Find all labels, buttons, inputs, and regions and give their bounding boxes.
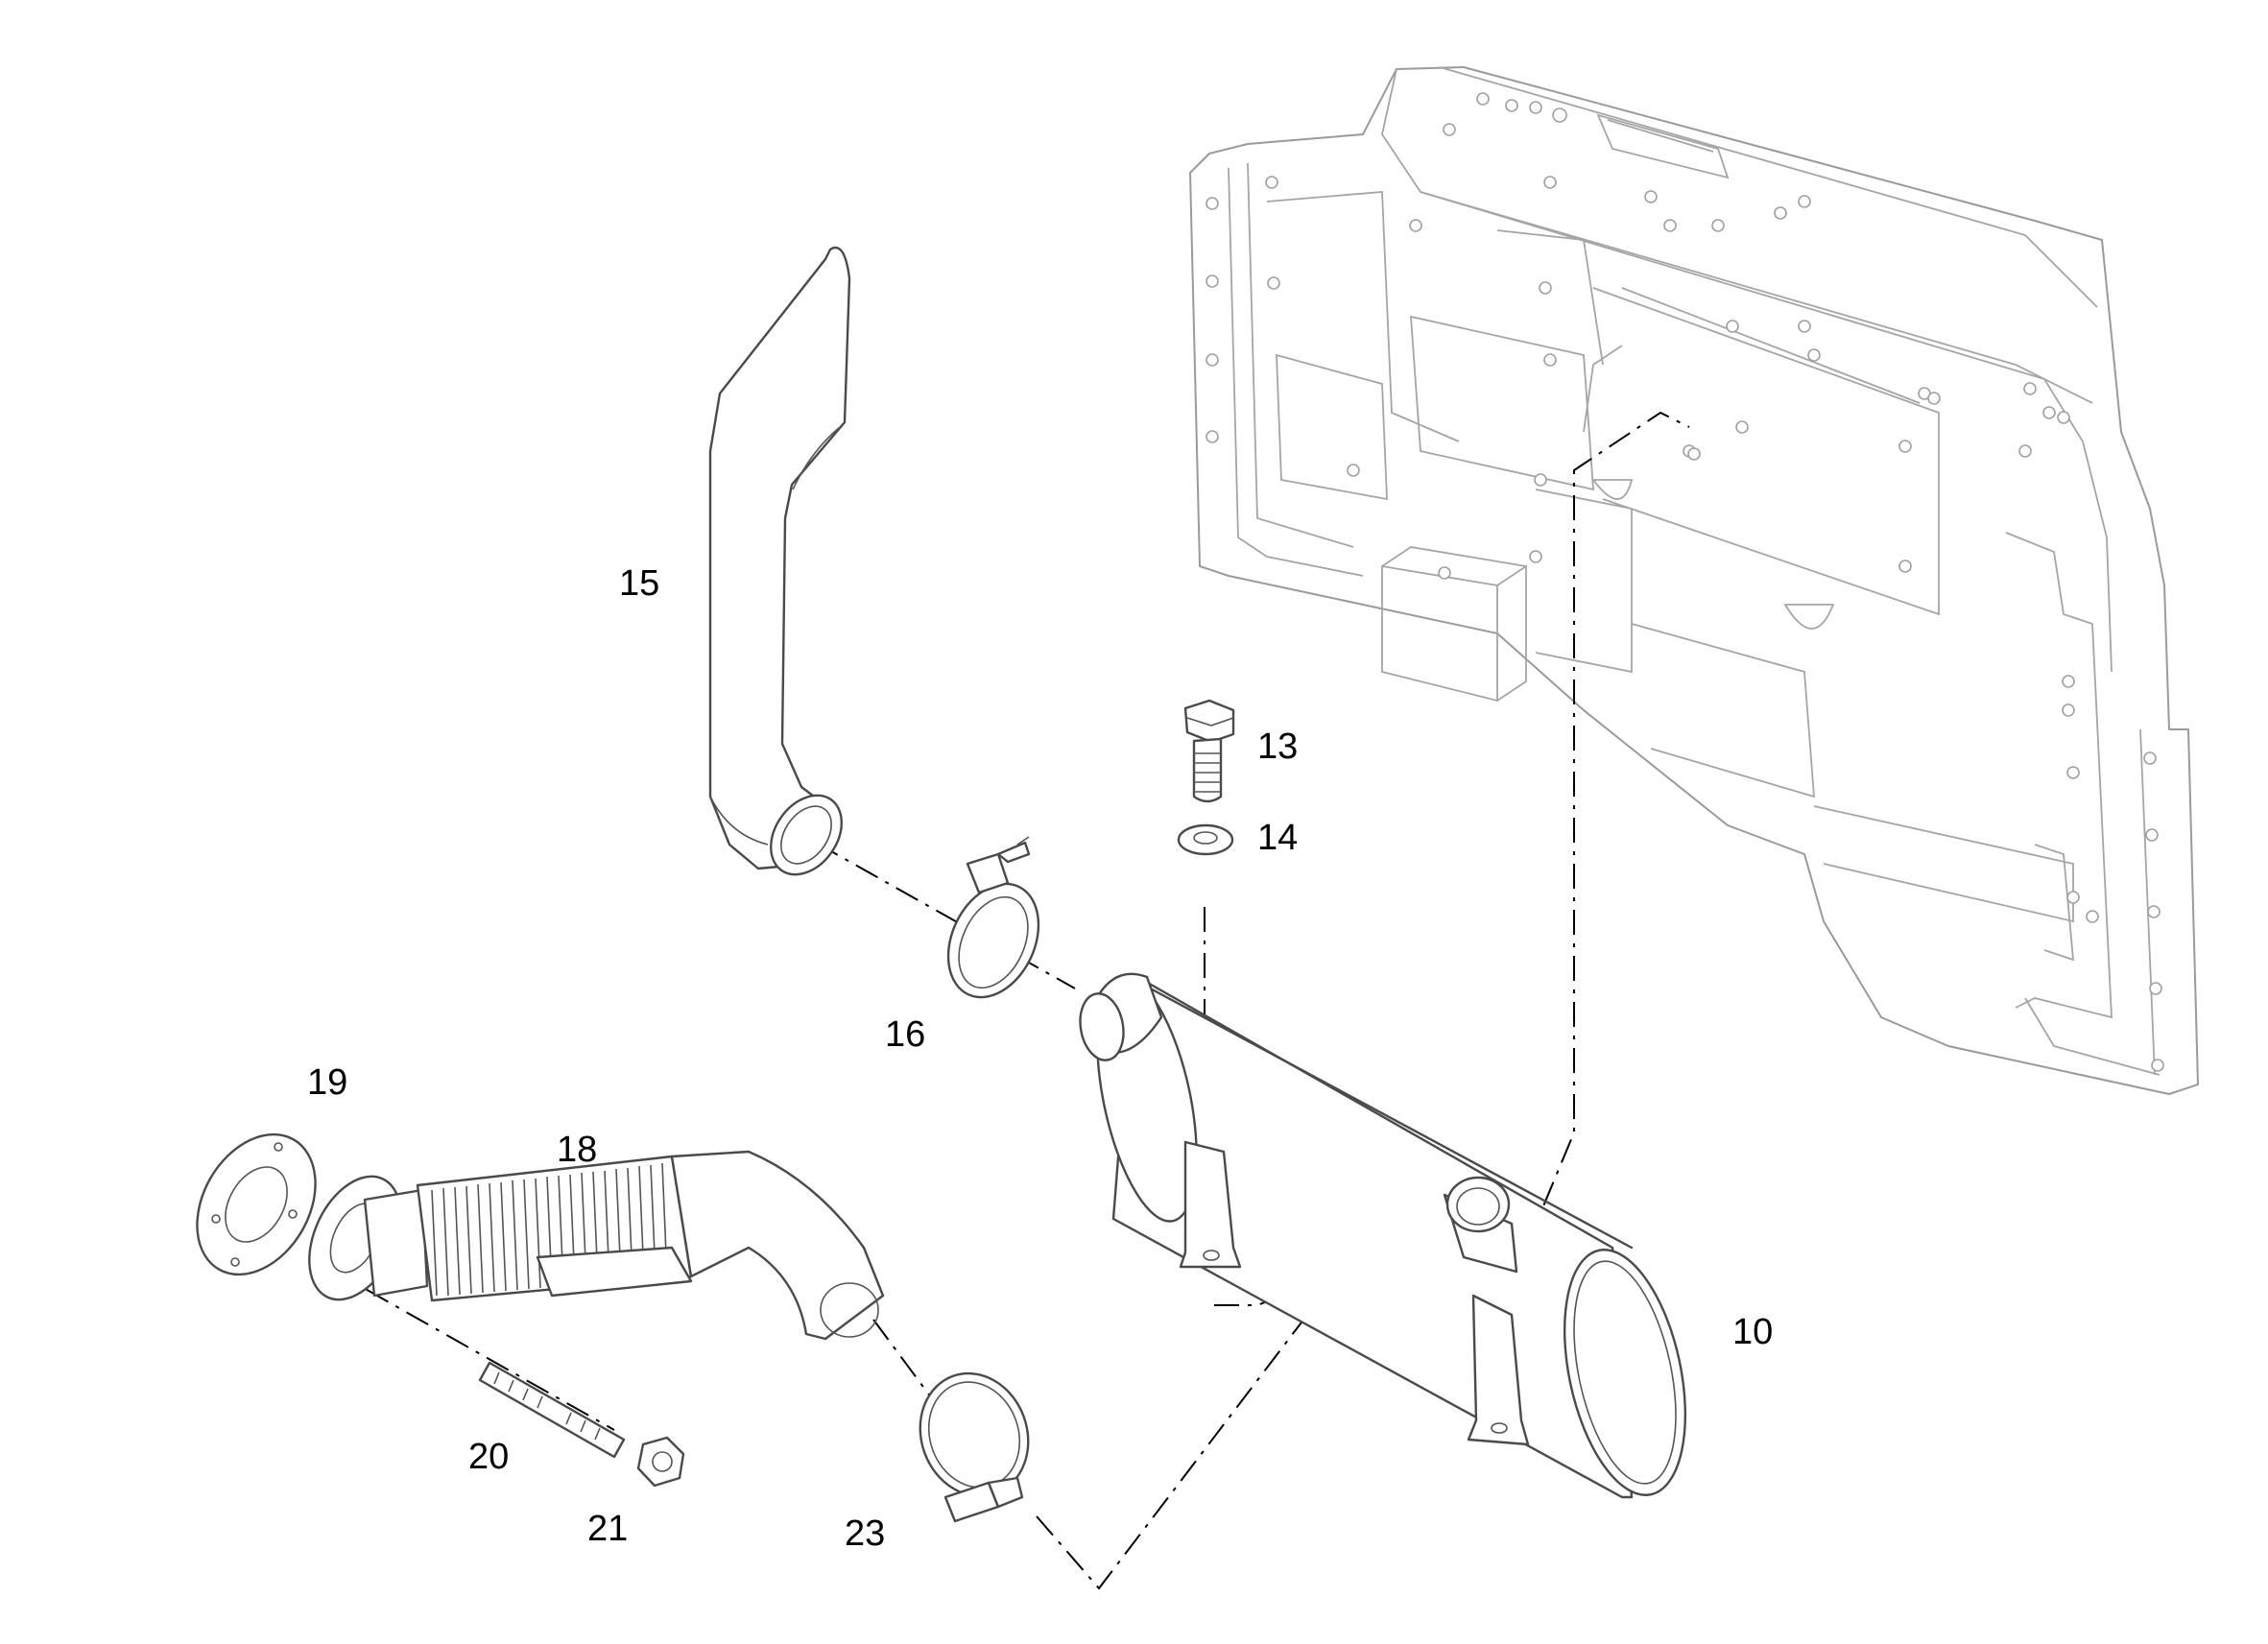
callout-23: 23 [845,1513,885,1554]
clamp-23 [919,1371,1030,1523]
callout-20: 20 [468,1437,509,1477]
flex-pipe-18 [308,1150,885,1341]
callout-14: 14 [1257,818,1298,858]
callout-19: 19 [307,1062,347,1103]
callout-21: 21 [587,1509,628,1549]
chassis-frame [1189,66,2199,1095]
washer-14 [1177,823,1234,856]
bolt-13 [1183,699,1235,803]
stud-20 [478,1361,626,1459]
callout-15: 15 [619,563,659,604]
nut-21 [636,1436,685,1488]
callout-18: 18 [557,1130,597,1170]
stack-pipe [708,246,851,876]
callout-16: 16 [885,1014,925,1055]
clamp-16 [946,836,1040,999]
muffler [1079,972,1687,1499]
callouts: 10 13 14 15 16 18 19 20 21 23 [307,563,1773,1554]
gasket-19 [196,1132,317,1276]
callout-10: 10 [1732,1312,1773,1352]
callout-13: 13 [1257,727,1298,767]
